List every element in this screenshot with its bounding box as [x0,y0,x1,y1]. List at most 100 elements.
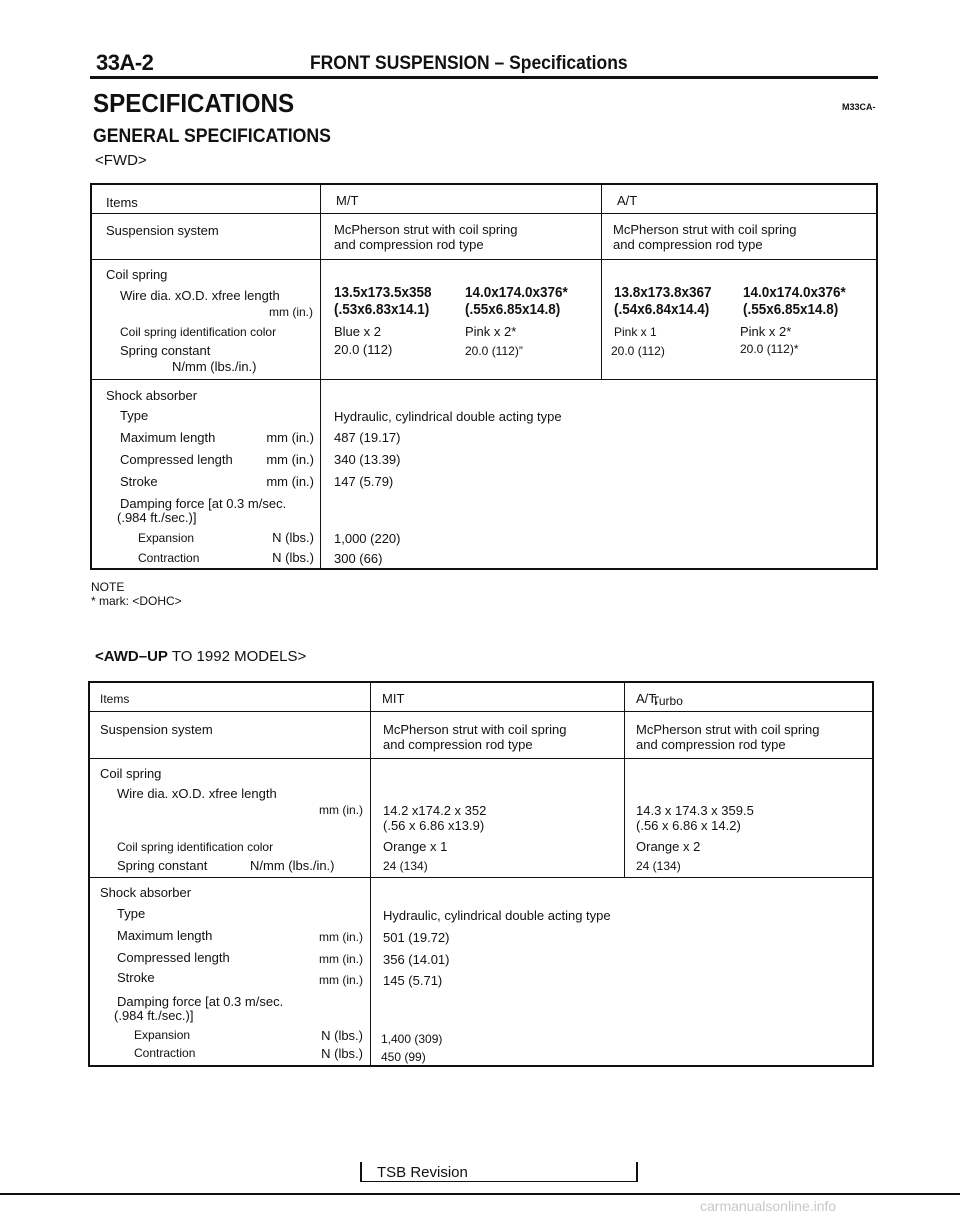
fwd-stroke-value: 147 (5.79) [334,474,394,489]
awd-wire-mt: 14.2 x174.2 x 352 [383,803,487,818]
awd-comp-label: Compressed length [117,950,230,965]
fwd-wire-mt: 14.0x174.0x376* [465,285,568,301]
fwd-const-mt: 20.0 (112)” [465,344,523,358]
fwd-con-label: Contraction [138,551,200,565]
tsb-revision-label: TSB Revision [377,1164,468,1181]
fwd-const-mt: 20.0 (112) [334,342,393,357]
page-header-title: FRONT SUSPENSION – Specifications [310,53,628,74]
fwd-spec-table [90,183,878,570]
awd-header-rule [88,711,874,712]
awd-exp-unit: N (lbs.) [321,1028,363,1043]
fwd-col-mt: M/T [336,193,359,208]
awd-variant-label-rest: TO 1992 MODELS> [167,648,307,665]
fwd-con-value: 300 (66) [334,551,383,566]
fwd-ident-mt: Pink x 2* [465,324,517,339]
awd-exp-value: 1,400 (309) [381,1032,443,1046]
section-code: M33CA- [842,102,876,112]
fwd-col-items: Items [106,195,138,210]
fwd-type-label: Type [120,408,149,423]
fwd-comp-value: 340 (13.39) [334,452,401,467]
awd-wire-at: (.56 x 6.86 x 14.2) [636,818,741,833]
awd-damping-label: Damping force [at 0.3 m/sec. [117,994,284,1009]
fwd-col-divider [320,183,321,570]
fwd-col-divider [601,183,602,380]
tsb-revision-box [360,1162,638,1182]
awd-exp-label: Expansion [134,1028,191,1042]
fwd-shock-absorber: Shock absorber [106,388,198,403]
fwd-row-rule [90,379,878,380]
awd-comp-unit: mm (in.) [319,952,363,966]
section-title: SPECIFICATIONS [93,88,295,118]
fwd-wire-unit: mm (in.) [269,305,313,319]
awd-const-mt: 24 (134) [383,859,428,873]
fwd-damping-label: Damping force [at 0.3 m/sec. [120,496,287,511]
note: NOTE * mark: <DOHC> [91,580,182,608]
fwd-const-at: 20.0 (112)* [740,342,799,356]
fwd-ident-at: Pink x 2* [740,324,792,339]
awd-suspension-mt: and compression rod type [383,737,533,752]
fwd-col-at: A/T [617,193,638,208]
awd-wire-mt: (.56 x 6.86 x13.9) [383,818,485,833]
awd-spec-table [88,681,874,1067]
awd-max-unit: mm (in.) [319,930,363,944]
watermark: carmanualsonline.info [700,1198,837,1214]
awd-type-label: Type [117,906,146,921]
footer-rule [0,1193,960,1195]
awd-row-rule [88,877,874,878]
awd-type-value: Hydraulic, cylindrical double acting typ… [383,908,611,923]
header-rule [90,76,878,79]
awd-col-mt: MIT [382,691,405,706]
awd-suspension-at: McPherson strut with coil spring [636,722,820,737]
awd-col-divider [624,681,625,878]
awd-wire-unit: mm (in.) [319,803,363,817]
fwd-comp-unit: mm (in.) [266,452,314,467]
awd-variant-label: <AWD–UP TO 1992 MODELS> [95,648,306,665]
awd-stroke-unit: mm (in.) [319,973,363,987]
fwd-wire-at: (.55x6.85x14.8) [743,302,839,318]
awd-stroke-value: 145 (5.71) [383,973,443,988]
fwd-wire-at: 14.0x174.0x376* [743,285,846,301]
awd-variant-label-bold: <AWD–UP [95,648,168,665]
fwd-damping-label: (.984 ft./sec.)] [117,510,197,525]
fwd-stroke-label: Stroke [120,474,158,489]
fwd-suspension-mt: McPherson strut with coil spring [334,222,518,237]
awd-ident-mt: Orange x 1 [383,839,448,854]
awd-coil-spring: Coil spring [100,766,162,781]
awd-stroke-label: Stroke [117,970,155,985]
fwd-header-rule [90,213,878,214]
awd-const-at: 24 (134) [636,859,681,873]
fwd-wire-mt: (.55x6.85x14.8) [465,302,561,318]
fwd-wire-mt: (.53x6.83x14.1) [334,302,430,318]
awd-row-rule [88,758,874,759]
fwd-suspension-at: McPherson strut with coil spring [613,222,797,237]
awd-wire-label: Wire dia. xO.D. xfree length [117,786,277,801]
subsection-title: GENERAL SPECIFICATIONS [93,126,331,147]
fwd-max-label: Maximum length [120,430,216,445]
note-text: * mark: <DOHC> [91,594,182,608]
fwd-variant-label: <FWD> [95,152,147,169]
fwd-exp-value: 1,000 (220) [334,531,401,546]
awd-wire-at: 14.3 x 174.3 x 359.5 [636,803,754,818]
awd-col-items: Items [100,692,130,706]
awd-ident-label: Coil spring identification color [117,840,274,854]
fwd-suspension-at: and compression rod type [613,237,763,252]
awd-const-unit: N/mm (lbs./in.) [250,858,335,873]
fwd-const-unit: N/mm (lbs./in.) [172,359,257,374]
fwd-row-rule [90,259,878,260]
fwd-stroke-unit: mm (in.) [266,474,314,489]
fwd-ident-mt: Blue x 2 [334,324,381,339]
awd-col-at: A/T, [636,691,659,706]
fwd-coil-spring: Coil spring [106,267,168,282]
fwd-suspension-mt: and compression rod type [334,237,484,252]
awd-con-label: Contraction [134,1046,196,1060]
fwd-max-value: 487 (19.17) [334,430,401,445]
awd-damping-label: (.984 ft./sec.)] [114,1008,194,1023]
awd-shock-absorber: Shock absorber [100,885,192,900]
fwd-const-label: Spring constant [120,343,211,358]
awd-suspension-label: Suspension system [100,722,213,737]
fwd-exp-label: Expansion [138,531,195,545]
fwd-wire-label: Wire dia. xO.D. xfree length [120,288,280,303]
page-number: 33A-2 [96,50,154,75]
fwd-ident-at: Pink x 1 [614,325,657,339]
fwd-max-unit: mm (in.) [266,430,314,445]
